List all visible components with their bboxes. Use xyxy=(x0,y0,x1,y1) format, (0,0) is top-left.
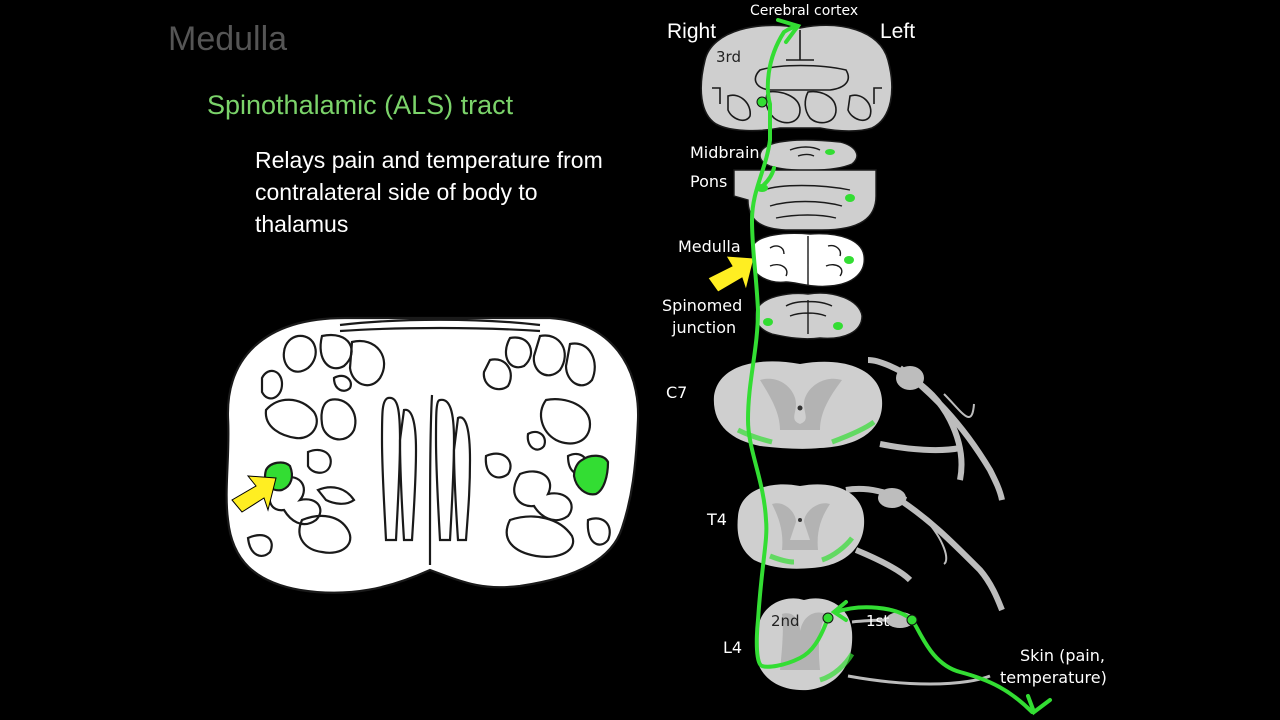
neuron-1st-cell-body xyxy=(906,614,918,626)
label-third-neuron: 3rd xyxy=(716,48,741,66)
label-midbrain: Midbrain xyxy=(690,143,760,162)
tract-arrowheads xyxy=(776,18,1052,716)
slide-description: Relays pain and temperature from contral… xyxy=(255,147,603,237)
midbrain-section xyxy=(759,139,858,171)
highlight-arrow-icon xyxy=(231,475,277,513)
medulla-cross-section xyxy=(225,316,640,594)
label-second-neuron: 2nd xyxy=(771,612,800,630)
slide-title: Medulla xyxy=(168,20,288,58)
label-spinomed: Spinomed xyxy=(662,296,743,315)
label-t4: T4 xyxy=(707,510,727,529)
label-first-neuron: 1st xyxy=(866,612,890,630)
label-pons: Pons xyxy=(690,172,728,191)
label-l4: L4 xyxy=(723,638,743,657)
neuron-2nd-cell-body xyxy=(822,612,834,624)
label-c7: C7 xyxy=(666,383,688,402)
medulla-small-section xyxy=(751,232,865,288)
label-medulla: Medulla xyxy=(678,237,741,256)
brain-coronal-section xyxy=(700,24,893,132)
label-cerebral-cortex: Cerebral cortex xyxy=(750,3,859,19)
label-junction: junction xyxy=(672,318,737,337)
spinal-cord-c7 xyxy=(713,357,1005,501)
slide-subtitle: Spinothalamic (ALS) tract xyxy=(207,90,514,120)
label-skin-2: temperature) xyxy=(1000,668,1107,687)
spinal-cord-t4 xyxy=(737,484,1005,612)
spinomedullary-junction-section xyxy=(754,292,863,340)
medulla-indicator-arrow-icon xyxy=(707,255,755,293)
label-right: Right xyxy=(667,20,717,43)
label-left: Left xyxy=(880,20,916,43)
label-skin-1: Skin (pain, xyxy=(1020,646,1105,665)
spinothalamic-tract-path xyxy=(745,24,1034,714)
neuron-3rd-cell-body xyxy=(756,96,768,108)
